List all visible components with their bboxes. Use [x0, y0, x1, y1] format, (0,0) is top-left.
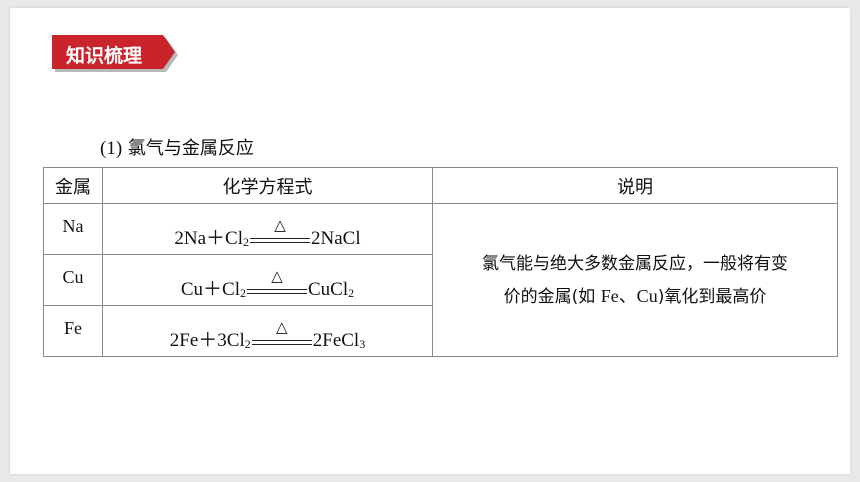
metal-cell: Cu — [43, 254, 103, 306]
table-row: Na 2Na＋Cl2 △ 2NaCl 氯气能与绝大多数金属反应，一般将有变 价的… — [43, 203, 838, 357]
heat-condition-arrow: △ — [251, 318, 312, 352]
note-line-1: 氯气能与绝大多数金属反应，一般将有变 — [482, 253, 788, 274]
equation-reactants: 2Fe＋3Cl2 — [169, 330, 251, 351]
note-cell: 氯气能与绝大多数金属反应，一般将有变 价的金属(如 Fe、Cu)氧化到最高价 — [432, 203, 838, 357]
table-row: Fe 2Fe＋3Cl2 △ 2FeCl3 — [43, 305, 838, 357]
banner-label: 知识梳理 — [66, 45, 143, 67]
equation-reactants: 2Na＋Cl2 — [174, 228, 249, 249]
heat-triangle-icon: △ — [274, 216, 286, 234]
section-number: (1) — [100, 138, 123, 159]
heat-condition-arrow: △ — [247, 269, 307, 301]
heat-triangle-icon: △ — [275, 318, 288, 336]
equation-reactants: Cu＋Cl2 — [180, 279, 246, 300]
chemical-equation: Cu＋Cl2 △ CuCl2 — [181, 269, 354, 301]
equation-products: 2NaCl — [311, 228, 361, 249]
equation-cell: Cu＋Cl2 △ CuCl2 — [102, 254, 433, 306]
reaction-table: 金属 化学方程式 说明 Na 2Na＋Cl2 △ 2NaCl 氯气能与绝大多数金… — [43, 167, 838, 357]
equation-products: 2FeCl3 — [312, 330, 366, 351]
header-metal: 金属 — [43, 167, 103, 204]
section-heading: (1) 氯气与金属反应 — [100, 134, 254, 160]
heat-triangle-icon: △ — [271, 267, 283, 285]
slide-page: 知识梳理 (1) 氯气与金属反应 金属 化学方程式 说明 Na 2Na＋Cl2 … — [10, 8, 850, 474]
equation-products: CuCl2 — [308, 279, 355, 300]
banner-arrow-shape — [52, 35, 178, 72]
chemical-equation: 2Fe＋3Cl2 △ 2FeCl3 — [170, 320, 365, 352]
note-line-2: 价的金属(如 Fe、Cu)氧化到最高价 — [503, 285, 767, 307]
equation-cell: 2Fe＋3Cl2 △ 2FeCl3 — [102, 305, 433, 357]
table-header-row: 金属 化学方程式 说明 — [43, 167, 838, 204]
chemical-equation: 2Na＋Cl2 △ 2NaCl — [174, 218, 360, 250]
equation-cell: 2Na＋Cl2 △ 2NaCl — [102, 203, 433, 255]
section-title-text: 氯气与金属反应 — [127, 138, 254, 159]
heat-condition-arrow: △ — [250, 218, 310, 250]
header-note: 说明 — [432, 167, 838, 204]
header-equation: 化学方程式 — [102, 167, 433, 204]
section-banner: 知识梳理 — [52, 35, 182, 75]
metal-cell: Na — [43, 203, 103, 255]
metal-cell: Fe — [43, 305, 103, 357]
